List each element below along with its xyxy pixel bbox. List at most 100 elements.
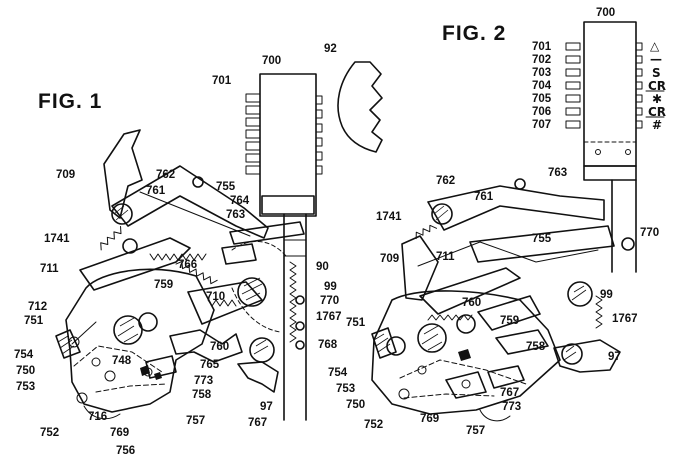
label-767: 767 <box>248 417 267 429</box>
disk-92 <box>337 61 383 153</box>
fig2-label-97: 97 <box>608 351 621 363</box>
fig2-label-755: 755 <box>532 233 552 245</box>
label-748: 748 <box>112 355 132 367</box>
label-754: 754 <box>14 349 34 361</box>
label-711: 711 <box>40 263 59 275</box>
label-766: 766 <box>178 259 197 271</box>
bracket-97 <box>237 361 279 393</box>
arm-759-fig2 <box>477 295 541 331</box>
arm-758-fig2 <box>495 329 549 355</box>
fig2-labels: FIG. 2 700 701 702 703 704 705 706 707 7… <box>328 7 666 437</box>
label-751: 751 <box>24 315 44 327</box>
key-block-700 <box>259 73 317 217</box>
label-764: 764 <box>230 195 250 207</box>
fig2-label-750: 750 <box>346 399 365 411</box>
fig2-label-773: 773 <box>502 401 521 413</box>
key-symbol-dash: — <box>650 52 662 66</box>
link-711-fig2 <box>419 267 521 315</box>
block-751-fig2 <box>371 327 397 359</box>
fig2-label-767: 767 <box>500 387 519 399</box>
label-700: 700 <box>262 55 281 67</box>
fig2-label-1767: 1767 <box>612 313 638 325</box>
label-701: 701 <box>212 75 232 87</box>
fig1-labels: FIG. 1 92 700 701 709 762 761 755 764 76… <box>14 43 342 457</box>
bracket-97-fig2 <box>553 339 621 373</box>
key-tabs-left <box>245 93 261 175</box>
key-symbol-asterisk: ✱ <box>652 92 662 106</box>
cr-underlines <box>645 90 665 118</box>
arm-764 <box>229 221 305 245</box>
fork-765 <box>169 329 243 363</box>
fig2-label-770: 770 <box>640 227 659 239</box>
pivots <box>68 176 305 404</box>
label-769: 769 <box>110 427 129 439</box>
label-770: 770 <box>320 295 339 307</box>
label-1741: 1741 <box>44 233 70 245</box>
key-tabs-right <box>315 95 323 175</box>
label-761: 761 <box>146 185 166 197</box>
key-symbol-triangle: △ <box>650 39 660 53</box>
fig2-label-752: 752 <box>364 419 383 431</box>
link-711 <box>79 237 191 291</box>
shaft-fig2 <box>611 179 637 273</box>
fig2-title: FIG. 2 <box>442 22 506 45</box>
fig2-label-703: 703 <box>532 67 551 79</box>
label-1767: 1767 <box>316 311 342 323</box>
fig2-label-706: 706 <box>532 106 551 118</box>
fig2-label-760: 760 <box>462 297 481 309</box>
arm-755-fig2 <box>469 225 615 263</box>
label-760: 760 <box>210 341 229 353</box>
label-90: 90 <box>316 261 329 273</box>
label-755: 755 <box>216 181 236 193</box>
label-773: 773 <box>194 375 213 387</box>
fig2-label-701: 701 <box>532 41 552 53</box>
label-752: 752 <box>40 427 59 439</box>
key-symbol-s: S <box>652 66 661 80</box>
fig2-label-707: 707 <box>532 119 551 131</box>
label-765: 765 <box>200 359 220 371</box>
fig2-label-702: 702 <box>532 54 551 66</box>
plate-748 <box>65 268 215 413</box>
plate-763 <box>583 165 637 181</box>
label-762: 762 <box>156 169 175 181</box>
label-759: 759 <box>154 279 173 291</box>
spring-1767-fig2 <box>595 295 603 329</box>
label-757: 757 <box>186 415 205 427</box>
spring-1741 <box>100 225 122 251</box>
shaft-90 <box>283 213 307 421</box>
label-753: 753 <box>16 381 35 393</box>
label-99: 99 <box>324 281 337 293</box>
fig2-label-700: 700 <box>596 7 615 19</box>
arm-761-fig2 <box>427 185 605 231</box>
fig2-label-751: 751 <box>346 317 366 329</box>
spring-1767 <box>289 261 297 343</box>
fig2-mechanism <box>371 21 643 422</box>
fig2-label-711: 711 <box>436 251 455 263</box>
spring-759 <box>149 253 207 261</box>
label-92: 92 <box>324 43 337 55</box>
cam-710 <box>187 281 263 325</box>
fig2-label-709: 709 <box>380 253 399 265</box>
fig2-label-761: 761 <box>474 191 494 203</box>
label-758: 758 <box>192 389 212 401</box>
key-symbol-hash: # <box>652 118 662 132</box>
fig1-mechanism <box>55 61 383 421</box>
fig2-label-99: 99 <box>600 289 613 301</box>
fig2-label-754: 754 <box>328 367 348 379</box>
lever-709 <box>103 129 143 219</box>
fig2-key-tabs <box>565 42 643 129</box>
label-710: 710 <box>206 291 225 303</box>
fig2-label-769: 769 <box>420 413 439 425</box>
fig2-label-763: 763 <box>548 167 567 179</box>
label-712: 712 <box>28 301 47 313</box>
lever-709-fig2 <box>401 235 439 301</box>
label-97: 97 <box>260 401 273 413</box>
key-symbol-cr: CR <box>648 79 666 93</box>
plate-fig2 <box>371 290 561 415</box>
fig2-label-759: 759 <box>500 315 519 327</box>
label-716: 716 <box>88 411 107 423</box>
label-756: 756 <box>116 445 135 457</box>
fig2-label-1741: 1741 <box>376 211 402 223</box>
